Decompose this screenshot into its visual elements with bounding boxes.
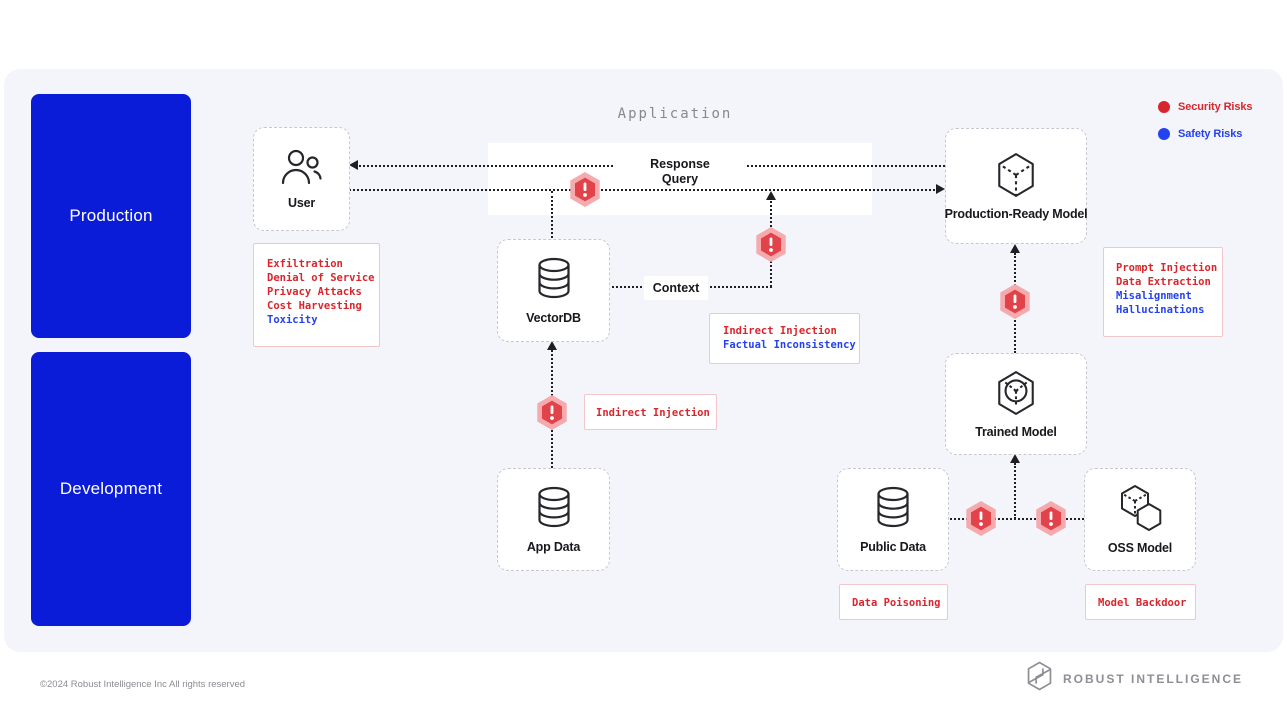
risk-item: Exfiltration bbox=[267, 258, 343, 270]
cube-hexagon-icon bbox=[1116, 484, 1164, 532]
warning-icon bbox=[1036, 501, 1066, 536]
risk-item: Prompt Injection bbox=[1116, 262, 1218, 274]
brand-logo: ROBUST INTELLIGENCE bbox=[1026, 661, 1243, 696]
stage-development-label: Development bbox=[59, 479, 163, 498]
node-public-data: Public Data bbox=[837, 468, 949, 571]
context-arrowhead-icon bbox=[766, 191, 776, 200]
node-oss-model-label: OSS Model bbox=[1107, 541, 1173, 555]
brand-name: ROBUST INTELLIGENCE bbox=[1063, 671, 1244, 686]
risk-item: Indirect Injection bbox=[596, 407, 710, 419]
legend-security: Security Risks bbox=[1158, 101, 1253, 113]
risk-item: Misalignment bbox=[1116, 290, 1192, 302]
warning-icon bbox=[570, 172, 600, 207]
risk-item: Model Backdoor bbox=[1098, 597, 1187, 609]
copyright-text: ©2024 Robust Intelligence Inc All rights… bbox=[40, 679, 246, 690]
node-vectordb: VectorDB bbox=[497, 239, 610, 342]
risk-item: Factual Inconsistency bbox=[723, 339, 856, 351]
trained-arrowhead-icon bbox=[1010, 244, 1020, 253]
hexagon-target-icon bbox=[995, 370, 1037, 416]
query-label: Query bbox=[661, 172, 699, 186]
risk-item: Toxicity bbox=[267, 314, 318, 326]
response-label: Response bbox=[650, 157, 710, 171]
user-risks-box: Exfiltration Denial of Service Privacy A… bbox=[253, 243, 380, 347]
node-vectordb-label: VectorDB bbox=[526, 311, 581, 325]
publicdata-ossmodel-line bbox=[947, 518, 1084, 520]
warning-icon bbox=[537, 395, 567, 430]
node-trained-model-label: Trained Model bbox=[975, 424, 1057, 439]
robust-intelligence-logo-icon bbox=[1026, 661, 1053, 696]
risk-item: Data Poisoning bbox=[852, 597, 941, 609]
database-icon bbox=[534, 256, 574, 302]
node-oss-model: OSS Model bbox=[1084, 468, 1196, 571]
context-risks-box: Indirect Injection Factual Inconsistency bbox=[709, 313, 860, 364]
database-icon bbox=[534, 485, 574, 531]
public-data-risks-box: Data Poisoning bbox=[839, 584, 948, 620]
response-query-labels: Response Query bbox=[614, 157, 746, 187]
node-production-ready-model-label: Production-Ready Model bbox=[944, 206, 1088, 221]
warning-icon bbox=[756, 227, 786, 262]
risk-item: Privacy Attacks bbox=[267, 286, 362, 298]
node-production-ready-model: Production-Ready Model bbox=[944, 128, 1088, 244]
security-dot-icon bbox=[1158, 101, 1170, 113]
application-title: Application bbox=[617, 106, 733, 122]
cube-icon bbox=[995, 152, 1037, 198]
risk-item: Cost Harvesting bbox=[267, 300, 362, 312]
response-arrowhead-icon bbox=[349, 160, 358, 170]
app-data-risks-box: Indirect Injection bbox=[584, 394, 717, 430]
legend-safety: Safety Risks bbox=[1158, 128, 1242, 140]
stage-production-label: Production bbox=[69, 206, 153, 225]
junction-arrowhead-icon bbox=[1010, 454, 1020, 463]
node-app-data: App Data bbox=[497, 468, 610, 571]
context-line-left bbox=[608, 286, 646, 288]
database-icon bbox=[873, 485, 913, 531]
warning-icon bbox=[966, 501, 996, 536]
risk-item: Hallucinations bbox=[1116, 304, 1205, 316]
appdata-arrowhead-icon bbox=[547, 341, 557, 350]
query-line bbox=[349, 189, 935, 191]
legend-security-label: Security Risks bbox=[1178, 101, 1253, 113]
vectordb-to-query-line bbox=[551, 191, 553, 238]
context-label: Context bbox=[644, 276, 708, 300]
node-user: User bbox=[253, 127, 350, 231]
production-model-risks-box: Prompt Injection Data Extraction Misalig… bbox=[1103, 247, 1223, 337]
oss-model-risks-box: Model Backdoor bbox=[1085, 584, 1196, 620]
risk-item: Denial of Service bbox=[267, 272, 375, 284]
risk-item: Data Extraction bbox=[1116, 276, 1211, 288]
warning-icon bbox=[1000, 284, 1030, 319]
node-user-label: User bbox=[288, 195, 315, 210]
safety-dot-icon bbox=[1158, 128, 1170, 140]
user-icon bbox=[279, 149, 325, 187]
risk-item: Indirect Injection bbox=[723, 325, 837, 337]
junction-to-trained-line bbox=[1014, 463, 1016, 519]
context-line-right bbox=[706, 286, 772, 288]
node-trained-model: Trained Model bbox=[945, 353, 1087, 455]
node-app-data-label: App Data bbox=[526, 540, 581, 554]
query-arrowhead-icon bbox=[936, 184, 945, 194]
stage-development: Development bbox=[31, 352, 191, 626]
legend-safety-label: Safety Risks bbox=[1178, 128, 1243, 140]
stage-production: Production bbox=[31, 94, 191, 338]
node-public-data-label: Public Data bbox=[860, 540, 926, 554]
